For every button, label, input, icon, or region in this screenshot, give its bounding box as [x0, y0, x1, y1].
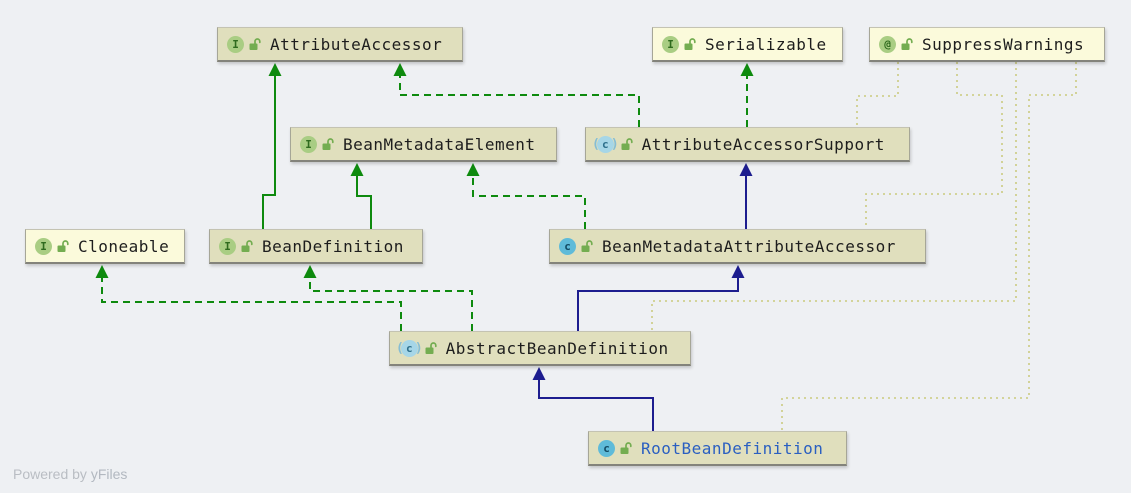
open-lock-icon	[57, 239, 69, 252]
edge-BeanDefinition-extends-AttributeAccessor	[262, 63, 282, 229]
arrowhead-icon	[466, 163, 480, 176]
edge-SuppressWarnings-annotated-with-BeanMetadataAttributeAccessor	[865, 62, 1003, 229]
class-node-BeanMetadataElement[interactable]: I BeanMetadataElement	[290, 127, 557, 162]
node-label: AttributeAccessorSupport	[641, 134, 885, 154]
open-lock-icon	[322, 137, 334, 150]
class-node-SuppressWarnings[interactable]: @ SuppressWarnings	[869, 27, 1105, 62]
edge-AbstractBeanDefinition-implements-Cloneable	[95, 265, 402, 331]
edge-BeanMetadataAttributeAccessor-implements-BeanMetadataElement	[466, 163, 586, 229]
class-node-AttributeAccessor[interactable]: I AttributeAccessor	[217, 27, 463, 62]
class-node-Cloneable[interactable]: I Cloneable	[25, 229, 185, 264]
arrowhead-icon	[740, 63, 754, 76]
class-node-AttributeAccessorSupport[interactable]: (c) AttributeAccessorSupport	[585, 127, 910, 162]
open-lock-icon	[901, 37, 913, 50]
arrowhead-icon	[303, 265, 317, 278]
abstract-paren: )	[610, 136, 619, 152]
interface-icon: I	[300, 135, 317, 153]
abstract-class-icon: (c)	[592, 135, 619, 153]
arrowhead-icon	[268, 63, 282, 76]
node-label: AbstractBeanDefinition	[445, 338, 669, 358]
open-lock-icon	[620, 441, 632, 454]
class-node-BeanDefinition[interactable]: I BeanDefinition	[209, 229, 423, 264]
node-label: BeanMetadataElement	[343, 134, 536, 154]
edge-AbstractBeanDefinition-implements-BeanDefinition	[303, 265, 473, 331]
open-lock-icon	[581, 239, 593, 252]
edge-BeanMetadataAttributeAccessor-extends-AttributeAccessorSupport	[739, 163, 753, 229]
class-node-AbstractBeanDefinition[interactable]: (c) AbstractBeanDefinition	[389, 331, 691, 366]
arrowhead-icon	[393, 63, 407, 76]
abstract-paren: )	[414, 340, 423, 356]
abstract-class-circle: c	[400, 339, 418, 357]
interface-icon: I	[662, 35, 679, 53]
interface-icon: I	[227, 35, 244, 53]
arrowhead-icon	[731, 265, 745, 278]
powered-by-credit: Powered by yFiles	[13, 466, 127, 482]
edge-SuppressWarnings-annotated-with-AttributeAccessorSupport	[856, 62, 899, 127]
abstract-paren: (	[396, 340, 404, 356]
interface-icon: I	[35, 237, 52, 255]
edge-SuppressWarnings-annotated-with-AbstractBeanDefinition	[651, 62, 1017, 331]
abstract-class-icon: (c)	[396, 339, 423, 357]
open-lock-icon	[684, 37, 696, 50]
class-node-Serializable[interactable]: I Serializable	[652, 27, 843, 62]
edge-RootBeanDefinition-extends-AbstractBeanDefinition	[532, 367, 654, 431]
arrowhead-icon	[95, 265, 109, 278]
abstract-class-circle: c	[596, 135, 614, 153]
node-label: Serializable	[705, 34, 827, 54]
open-lock-icon	[249, 37, 261, 50]
interface-icon: I	[219, 237, 236, 255]
class-icon: c	[559, 237, 576, 255]
annotation-icon: @	[879, 35, 896, 53]
edge-AbstractBeanDefinition-extends-BeanMetadataAttributeAccessor	[577, 265, 745, 331]
node-label: AttributeAccessor	[270, 34, 443, 54]
arrowhead-icon	[350, 163, 364, 176]
edge-AttributeAccessorSupport-implements-AttributeAccessor	[393, 63, 640, 127]
arrowhead-icon	[532, 367, 546, 380]
yfiles-link[interactable]: yFiles	[90, 466, 128, 482]
powered-by-text: Powered by	[13, 466, 91, 482]
node-label: RootBeanDefinition	[641, 438, 824, 458]
open-lock-icon	[425, 341, 437, 354]
edge-AttributeAccessorSupport-implements-Serializable	[740, 63, 754, 127]
node-label: BeanDefinition	[262, 236, 404, 256]
arrowhead-icon	[739, 163, 753, 176]
class-node-BeanMetadataAttributeAccessor[interactable]: c BeanMetadataAttributeAccessor	[549, 229, 926, 264]
edge-BeanDefinition-extends-BeanMetadataElement	[350, 163, 372, 229]
node-label: SuppressWarnings	[922, 34, 1085, 54]
node-label: BeanMetadataAttributeAccessor	[602, 236, 896, 256]
open-lock-icon	[621, 137, 633, 150]
open-lock-icon	[241, 239, 253, 252]
class-icon: c	[598, 439, 615, 457]
class-node-RootBeanDefinition[interactable]: c RootBeanDefinition	[588, 431, 847, 466]
node-label: Cloneable	[78, 236, 170, 256]
abstract-paren: (	[592, 136, 600, 152]
